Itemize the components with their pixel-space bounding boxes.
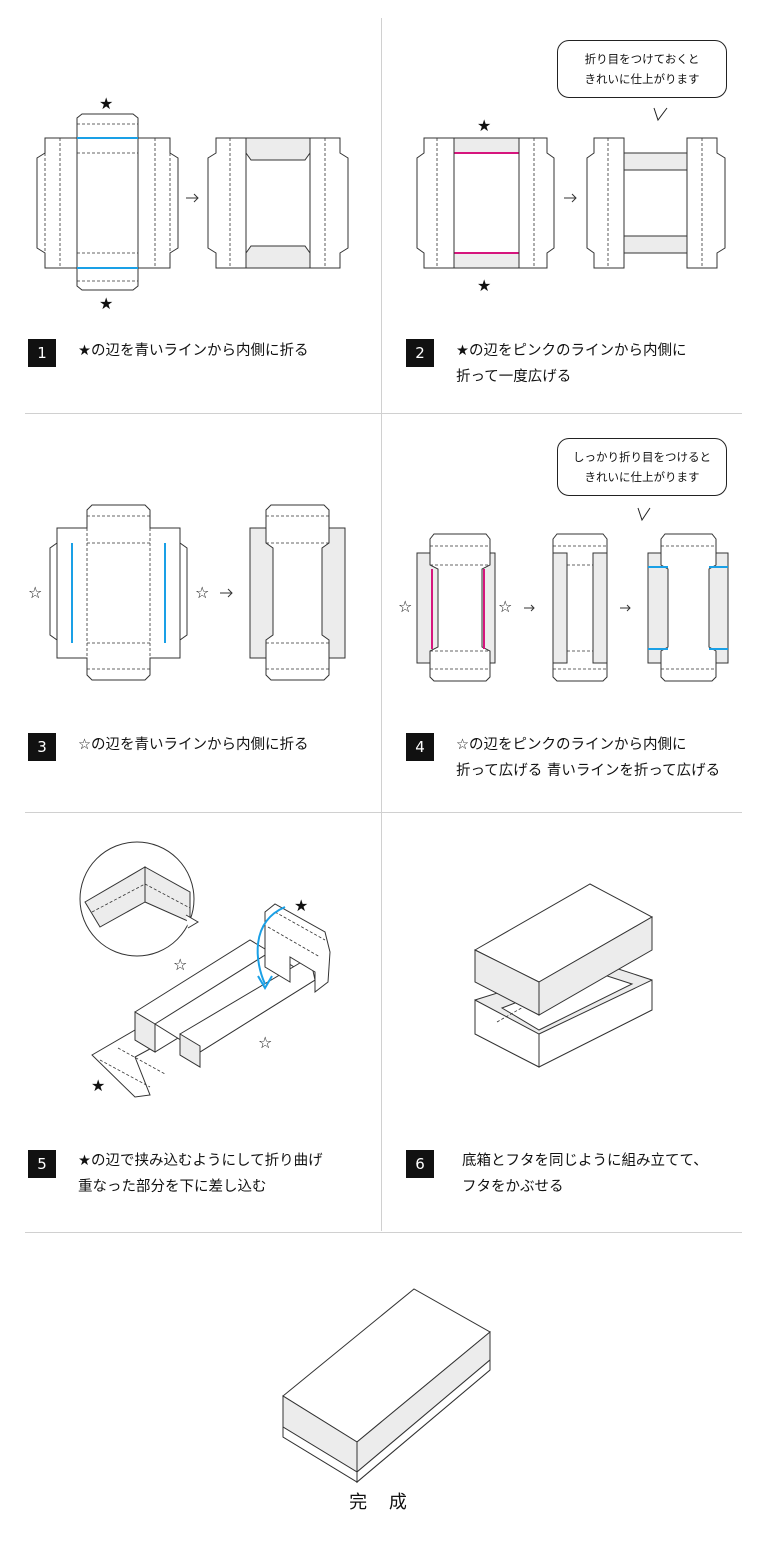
step-text-line: ★の辺を青いラインから内側に折る (78, 343, 309, 359)
open-star-icon: ☆ (398, 597, 413, 616)
open-star-icon: ☆ (258, 1033, 273, 1052)
step-instruction: ☆の辺を青いラインから内側に折る (78, 732, 309, 758)
step1-diagram (36, 113, 349, 291)
filled-star-icon: ★ (99, 94, 114, 113)
step-number-badge: 5 (28, 1150, 56, 1178)
step-text-line: ★の辺で挟み込むようにして折り曲げ (78, 1153, 323, 1169)
step-number-badge: 2 (406, 339, 434, 367)
step-text-line: ☆の辺をピンクのラインから内側に (456, 737, 687, 753)
step-text-line: 折って一度広げる (456, 369, 572, 385)
step-text-line: 折って広げる 青いラインを折って広げる (456, 763, 721, 779)
step-instruction: ★の辺で挟み込むようにして折り曲げ 重なった部分を下に差し込む (78, 1148, 323, 1200)
filled-star-icon: ★ (477, 116, 492, 135)
filled-star-icon: ★ (477, 276, 492, 295)
step-instruction: 底箱とフタを同じように組み立てて、 フタをかぶせる (462, 1148, 708, 1200)
tip-line: きれいに仕上がります (584, 72, 700, 86)
step-text-line: 底箱とフタを同じように組み立てて、 (462, 1153, 708, 1169)
step-instruction: ★の辺を青いラインから内側に折る (78, 338, 309, 364)
open-star-icon: ☆ (498, 597, 513, 616)
step5-diagram (79, 841, 331, 1098)
row-divider (25, 1232, 742, 1233)
step-text-line: フタをかぶせる (462, 1179, 564, 1195)
step2-diagram (416, 107, 726, 269)
tip-bubble: しっかり折り目をつけると きれいに仕上がります (557, 438, 727, 496)
step3-diagram (49, 504, 346, 681)
step6-diagram (473, 883, 654, 1068)
step-instruction: ☆の辺をピンクのラインから内側に 折って広げる 青いラインを折って広げる (456, 732, 720, 784)
row-divider (25, 812, 742, 813)
filled-star-icon: ★ (99, 294, 114, 313)
completion-label: 完 成 (349, 1492, 415, 1513)
step-number-badge: 1 (28, 339, 56, 367)
tip-line: きれいに仕上がります (584, 470, 700, 484)
open-star-icon: ☆ (195, 583, 210, 602)
step-number-badge: 3 (28, 733, 56, 761)
open-star-icon: ☆ (28, 583, 43, 602)
step-text-line: ☆の辺を青いラインから内側に折る (78, 737, 309, 753)
step-number-badge: 6 (406, 1150, 434, 1178)
finished-box-diagram (282, 1288, 491, 1484)
step-instruction: ★の辺をピンクのラインから内側に 折って一度広げる (456, 338, 687, 390)
row-divider (25, 413, 742, 414)
step-text-line: ★の辺をピンクのラインから内側に (456, 343, 687, 359)
step4-diagram (416, 507, 729, 682)
column-divider (381, 18, 382, 1231)
step-number-badge: 4 (406, 733, 434, 761)
step-text-line: 重なった部分を下に差し込む (78, 1179, 267, 1195)
tip-line: しっかり折り目をつけると (573, 450, 711, 464)
tip-bubble: 折り目をつけておくと きれいに仕上がります (557, 40, 727, 98)
open-star-icon: ☆ (173, 955, 188, 974)
filled-star-icon: ★ (294, 896, 309, 915)
tip-line: 折り目をつけておくと (584, 52, 700, 66)
filled-star-icon: ★ (91, 1076, 106, 1095)
